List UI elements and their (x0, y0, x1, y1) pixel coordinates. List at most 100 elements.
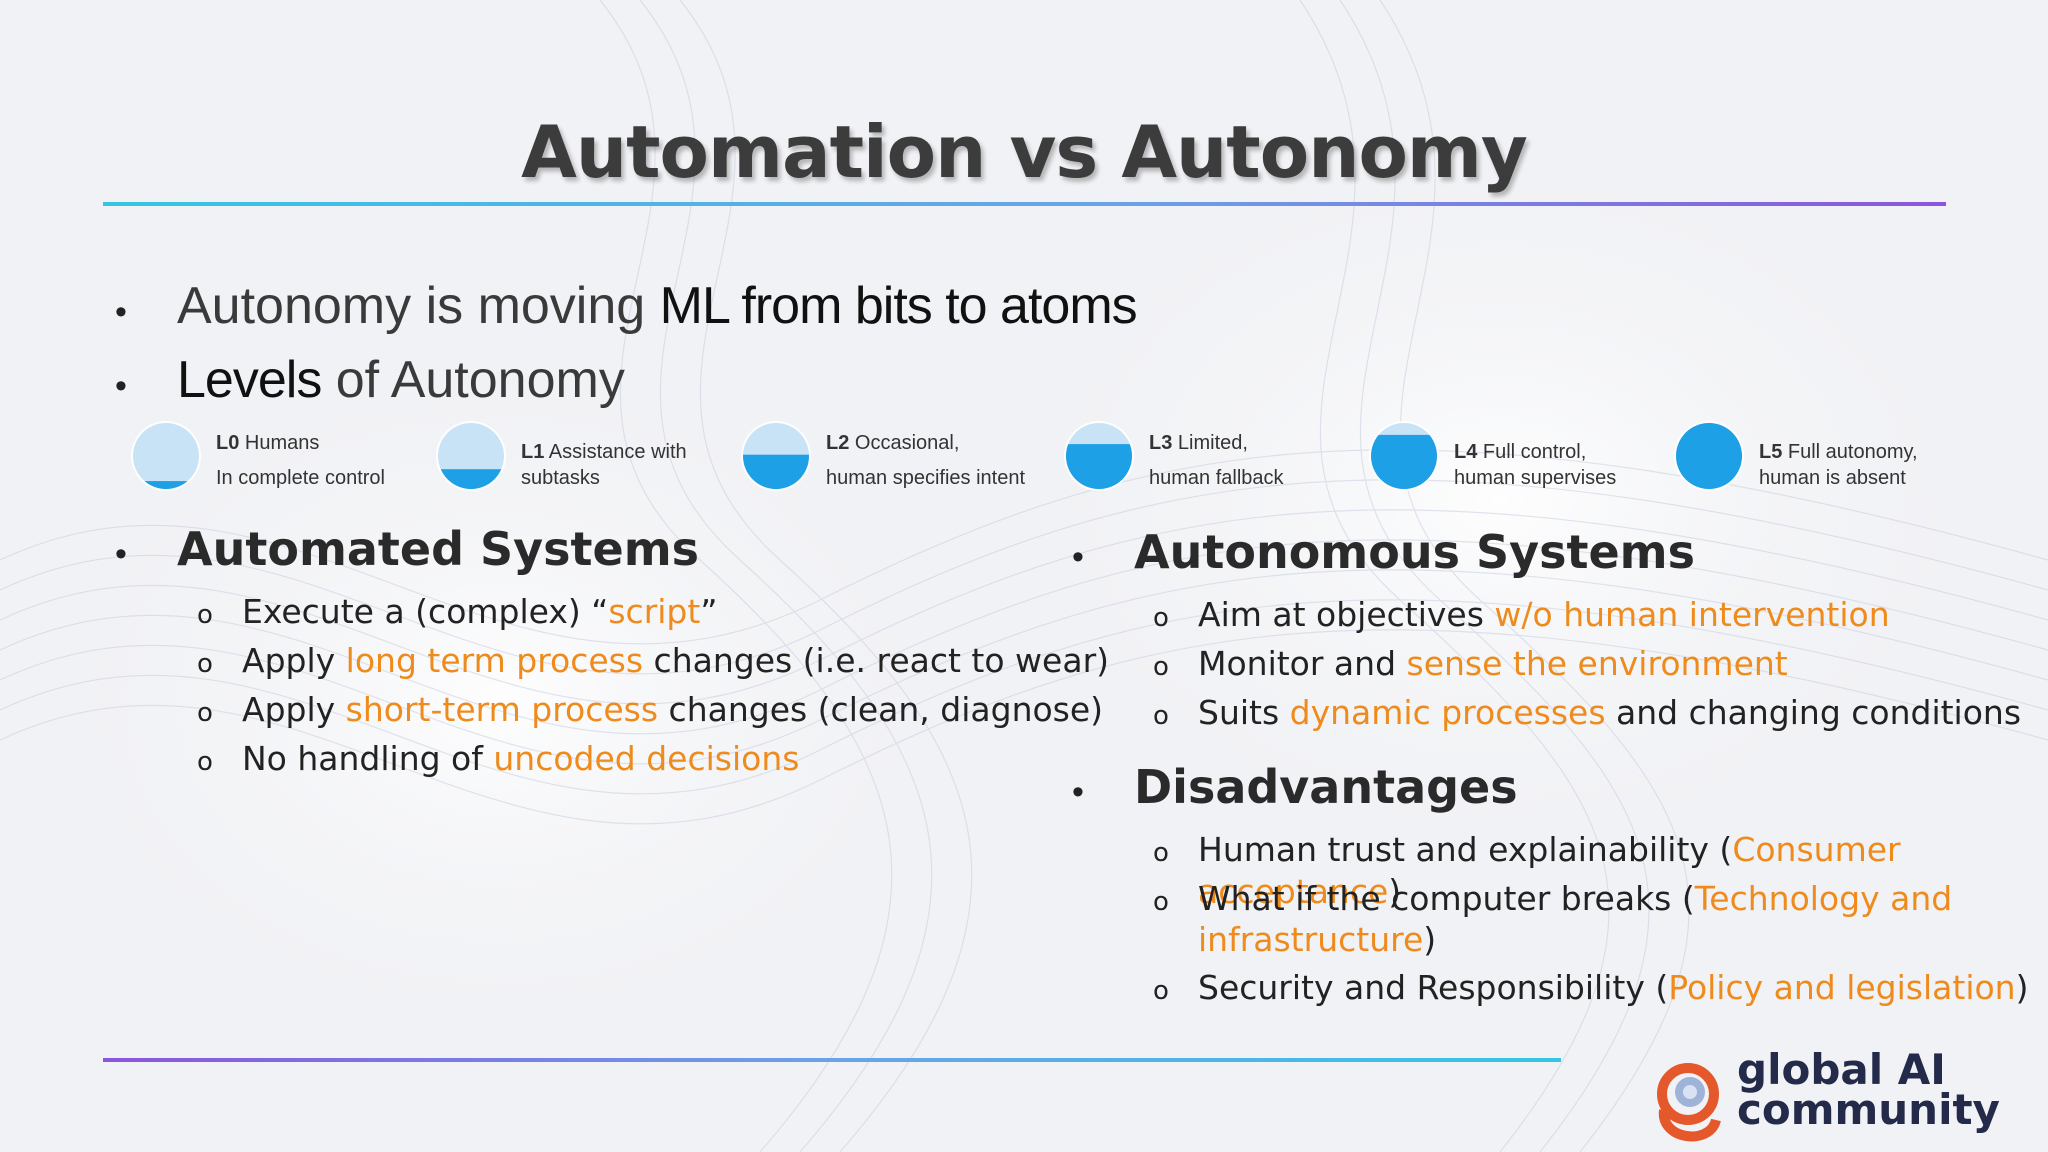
highlighted-text: infrastructure (1198, 920, 1424, 959)
fill-level-gauge-icon (436, 421, 506, 491)
autonomous-systems-heading: • Autonomous Systems (1072, 525, 1695, 579)
highlighted-text: Consumer acceptance (1198, 830, 1901, 911)
sub-bullet-item: o Security and Responsibility (Policy and… (1153, 967, 2028, 1009)
sub-bullet-item: o No handling of uncoded decisions (197, 738, 799, 780)
body-text: Apply (242, 641, 346, 680)
autonomy-level-l3: L3 Limited, human fallback (1063, 420, 1284, 492)
title-underline (103, 202, 1946, 206)
body-text: Monitor and (1198, 644, 1407, 683)
autonomy-level-l1: L1 Assistance with subtasks (435, 420, 687, 492)
level-line-2: human supervises (1454, 467, 1617, 489)
section-heading: Automated Systems (177, 522, 700, 576)
highlighted-text: long term process (345, 641, 644, 680)
sub-bullet-item: o Apply long term process changes (i.e. r… (197, 640, 1109, 682)
body-text: Apply (242, 690, 346, 729)
sub-bullet-item: o What if the computer breaks (Technology… (1153, 878, 1952, 920)
level-line-1: Full control, (1477, 441, 1587, 463)
intro-text-light: of Autonomy (321, 351, 625, 409)
circle-bullet-icon: o (197, 747, 213, 777)
body-text: Security and Responsibility ( (1198, 968, 1669, 1007)
fill-level-gauge-icon (741, 421, 811, 491)
intro-text-strong: ML from bits to atoms (659, 277, 1138, 335)
sub-bullet-item: o Monitor and sense the environment (1153, 643, 1788, 685)
body-text: ) (1388, 872, 1402, 911)
circle-bullet-icon: o (197, 698, 213, 728)
level-code: L3 (1149, 432, 1173, 454)
sub-bullet-item: infrastructure) (1153, 919, 1436, 961)
level-code: L0 (216, 432, 240, 454)
footer-rule (103, 1058, 1561, 1062)
circle-bullet-icon: o (1153, 652, 1169, 682)
circle-bullet-icon: o (1153, 887, 1169, 917)
highlighted-text: Technology and (1694, 879, 1953, 918)
body-text: changes (i.e. react to wear) (643, 641, 1110, 680)
level-description: L2 Occasional,human specifies intent (826, 421, 1025, 491)
level-line-2: In complete control (216, 467, 385, 489)
sub-bullet-item: o Apply short-term process changes (clean… (197, 689, 1103, 731)
body-text: No handling of (242, 739, 494, 778)
bullet-dot: • (115, 293, 127, 331)
level-description: L4 Full control, human supervises (1454, 421, 1616, 491)
body-text: ) (1423, 920, 1437, 959)
body-text: changes (clean, diagnose) (658, 690, 1104, 729)
autonomy-level-l2: L2 Occasional,human specifies intent (740, 420, 1025, 492)
bullet-dot: • (115, 367, 127, 405)
level-code: L1 (521, 441, 545, 463)
body-text: Suits (1198, 693, 1290, 732)
fill-level-gauge-icon (131, 421, 201, 491)
circle-bullet-icon: o (1153, 838, 1169, 868)
fill-level-gauge-icon (1064, 421, 1134, 491)
highlighted-text: short-term process (345, 690, 659, 729)
intro-text-light: Autonomy is moving (177, 277, 660, 335)
level-description: L5 Full autonomy,human is absent (1759, 421, 1918, 491)
highlighted-text: Policy and legislation (1668, 968, 2016, 1007)
bullet-dot: • (1072, 773, 1084, 811)
section-heading: Autonomous Systems (1134, 525, 1695, 579)
level-code: L4 (1454, 441, 1478, 463)
circle-bullet-icon: o (1153, 603, 1169, 633)
intro-bullet-2: • Levels of Autonomy (115, 350, 625, 410)
level-line-1: Humans (239, 432, 320, 454)
highlighted-text: script (608, 592, 701, 631)
highlighted-text: sense the environment (1406, 644, 1788, 683)
circle-bullet-icon: o (197, 649, 213, 679)
level-line-1: Full autonomy, (1782, 441, 1918, 463)
disadvantages-heading: • Disadvantages (1072, 760, 1518, 814)
fill-level-gauge-icon (1369, 421, 1439, 491)
level-description: L0 Humans In complete control (216, 421, 385, 491)
body-text: ) (2015, 968, 2029, 1007)
intro-bullet-1: • Autonomy is moving ML from bits to ato… (115, 276, 1138, 336)
level-description: L1 Assistance with subtasks (521, 421, 687, 491)
automated-systems-heading: • Automated Systems (115, 522, 699, 576)
autonomy-levels-row: L0 Humans In complete control L1 Assistanc… (0, 420, 2048, 500)
body-text: Aim at objectives (1198, 595, 1495, 634)
body-text: Execute a (complex) “ (242, 592, 609, 631)
level-line-1: Assistance with (544, 441, 687, 463)
intro-text-strong: Levels (177, 351, 322, 409)
autonomy-level-l0: L0 Humans In complete control (130, 420, 385, 492)
autonomy-level-l5: L5 Full autonomy,human is absent (1673, 420, 1918, 492)
level-line-2: subtasks (521, 467, 600, 489)
circle-bullet-icon: o (1153, 976, 1169, 1006)
logo-line-2: community (1737, 1085, 2000, 1134)
bullet-dot: • (115, 535, 127, 573)
level-line-1: Occasional, (849, 432, 960, 454)
level-line-2: human is absent (1759, 467, 1906, 489)
body-text: Human trust and explainability ( (1198, 830, 1733, 869)
level-line-2: human fallback (1149, 467, 1284, 489)
highlighted-text: dynamic processes (1289, 693, 1606, 732)
slide-title: Automation vs Autonomy (521, 110, 1528, 194)
level-description: L3 Limited, human fallback (1149, 421, 1284, 491)
autonomy-level-l4: L4 Full control, human supervises (1368, 420, 1616, 492)
body-text: ” (700, 592, 718, 631)
level-code: L2 (826, 432, 850, 454)
section-heading: Disadvantages (1134, 760, 1518, 814)
body-text: What if the computer breaks ( (1198, 879, 1695, 918)
highlighted-text: uncoded decisions (493, 739, 800, 778)
level-line-1: Limited, (1172, 432, 1248, 454)
sub-bullet-item: o Human trust and explainability (Consume… (1153, 829, 2048, 913)
